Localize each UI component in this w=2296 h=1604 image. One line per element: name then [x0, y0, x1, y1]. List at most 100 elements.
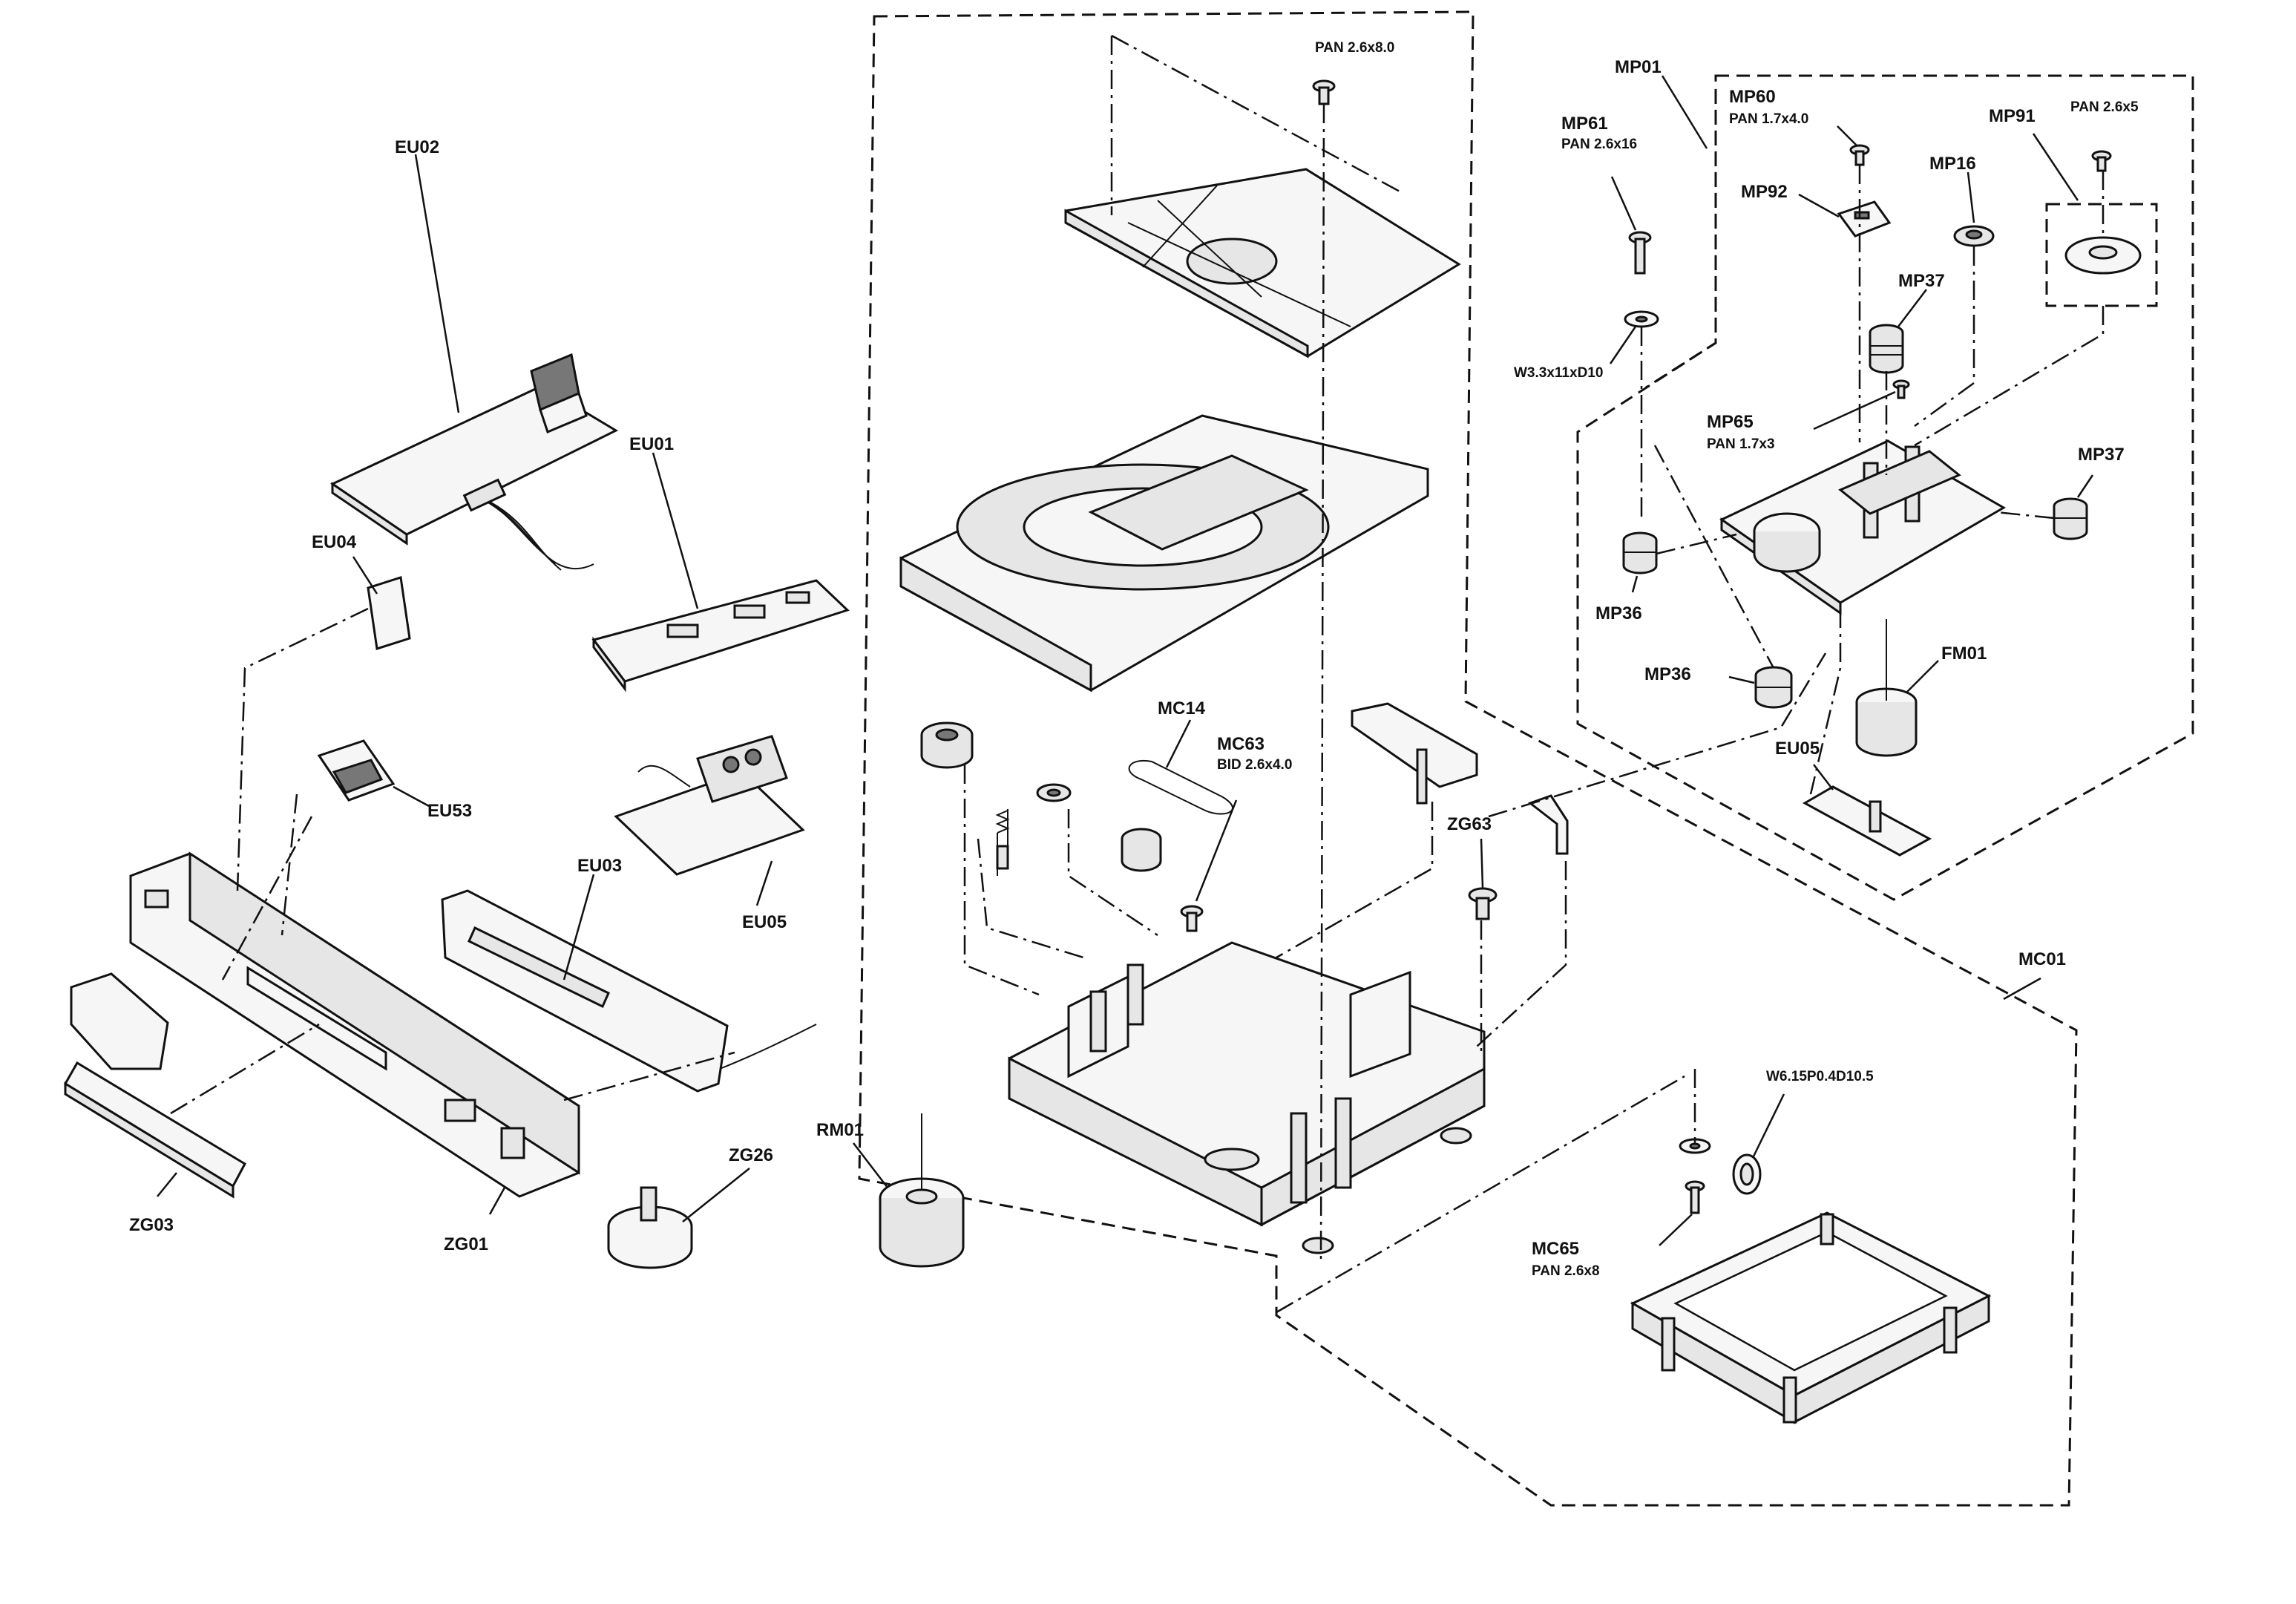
zg63-screw: [1468, 887, 1498, 920]
eu03-assembly-line: [563, 1051, 735, 1101]
main-chassis: [1008, 941, 1486, 1254]
eu53-label: EU53: [427, 801, 472, 821]
mp37-top-label: MP37: [1898, 271, 1945, 291]
mc63-label: MC63: [1217, 734, 1265, 754]
mp37-right-leader: [2076, 474, 2094, 498]
mp36-bottom-damper: [1754, 666, 1793, 709]
zg01-label: ZG01: [444, 1234, 488, 1254]
rm01-leader: [853, 1142, 888, 1188]
zg63-label: ZG63: [1447, 814, 1492, 834]
mp91-assembly-line: [1914, 306, 2105, 447]
gear-small: [1036, 783, 1072, 802]
gear-pulley: [1121, 828, 1162, 872]
eu04-board: [367, 576, 411, 650]
eu04-assembly-line: [236, 607, 369, 891]
fm01-leader: [1906, 660, 1939, 693]
disc-tray: [899, 414, 1429, 693]
mp37-top-damper: [1869, 324, 1904, 374]
mp61-leader: [1610, 176, 1637, 231]
mc65-label: MC65: [1532, 1239, 1579, 1259]
mc63-leader: [1195, 799, 1238, 902]
mc65-assembly-line: [1276, 1075, 1685, 1314]
spring: [995, 809, 1010, 876]
mp36-bottom-leader: [1728, 675, 1755, 684]
mp01-inner-boundary: [1645, 91, 1717, 389]
mp37-right-assembly-line: [1995, 511, 2055, 520]
mc01-leader: [2003, 977, 2041, 1001]
eu05-left-board: [614, 735, 805, 876]
mp60-label: MP60: [1729, 87, 1776, 107]
zg63-leader: [1480, 838, 1484, 888]
eu53-leader: [393, 785, 430, 808]
eu01-board: [591, 579, 850, 693]
mc14-leader: [1165, 719, 1192, 768]
eu53-assembly-line: [281, 793, 298, 936]
panel-assembly-line: [221, 816, 313, 981]
mp91-pan-spec: PAN 2.6x5: [2070, 99, 2139, 115]
mp60-screw: [1849, 144, 1870, 166]
mp92-part: [1837, 200, 1892, 238]
mp61-label: MP61: [1561, 114, 1608, 134]
eu03-leader: [562, 874, 595, 981]
mp65-leader: [1813, 390, 1896, 431]
center-screw-assembly-line: [1319, 103, 1325, 1263]
zg26-leader: [682, 1168, 750, 1222]
lever-arm: [1351, 702, 1478, 805]
eu01-leader: [652, 452, 699, 609]
mc14-label: MC14: [1158, 698, 1206, 718]
gear-large-assembly-line: [963, 765, 1040, 996]
mp91-label: MP91: [1989, 106, 2036, 126]
mc01-label: MC01: [2018, 949, 2066, 969]
mp91-leader: [2032, 133, 2079, 201]
mp37-right-damper: [2053, 497, 2088, 540]
tray-top-frame: [1064, 168, 1461, 359]
mp61-spec: PAN 2.6x16: [1561, 137, 1637, 152]
eu05-right-assembly-line: [1809, 609, 1842, 795]
eu05-left-label: EU05: [742, 912, 787, 932]
mp36-left-damper: [1622, 531, 1658, 575]
eu02-board: [329, 353, 619, 571]
pan-26x5-screw: [2091, 150, 2112, 172]
zg03-leader: [157, 1172, 177, 1197]
mp16-assembly-line: [1914, 246, 1975, 428]
pan-screw-top: [1312, 79, 1336, 105]
w33-spec: W3.3x11xD10: [1514, 365, 1603, 381]
eu04-leader: [352, 556, 378, 595]
fm01-label: FM01: [1941, 644, 1987, 664]
zg26-label: ZG26: [729, 1145, 773, 1165]
mp91-turntable: [2064, 236, 2142, 275]
eu05-left-leader: [755, 860, 773, 906]
mp36-left-label: MP36: [1595, 603, 1642, 623]
zg01-leader: [488, 1187, 506, 1215]
mp16-gear: [1953, 225, 1995, 247]
mc63-spec: BID 2.6x4.0: [1217, 757, 1292, 773]
eu04-label: EU04: [312, 532, 357, 552]
eu02-label: EU02: [395, 137, 439, 157]
mp16-leader: [1967, 171, 1975, 223]
w33-leader: [1609, 326, 1637, 364]
mc14-belt: [1128, 759, 1233, 815]
mp60-leader: [1837, 125, 1857, 146]
w615-leader: [1751, 1093, 1785, 1159]
mechanism-group-boundary: [858, 10, 2078, 1507]
mp16-label: MP16: [1929, 154, 1976, 174]
eu01-label: EU01: [629, 434, 674, 454]
w615-washer: [1732, 1153, 1762, 1195]
bracket-assembly-line: [1476, 861, 1567, 1047]
mp92-leader: [1798, 193, 1840, 218]
mp37-top-leader: [1898, 289, 1927, 327]
pickup-base: [1719, 439, 2006, 615]
zg03-strip: [63, 1061, 246, 1199]
zg26-knob: [607, 1186, 693, 1269]
mp92-label: MP92: [1741, 182, 1788, 202]
mp65-spec: PAN 1.7x3: [1707, 436, 1775, 452]
mp36-left-assembly-line: [1656, 533, 1737, 555]
eu02-leader: [414, 154, 460, 413]
mp36-left-leader: [1631, 575, 1639, 593]
zg03-assembly-line: [170, 1023, 320, 1115]
eu05-right-label: EU05: [1775, 739, 1820, 759]
mc63-screw: [1180, 905, 1204, 932]
base-frame: [1630, 1211, 1992, 1424]
lever-assembly-line: [1276, 802, 1434, 959]
mc65-spec: PAN 2.6x8: [1532, 1263, 1600, 1279]
